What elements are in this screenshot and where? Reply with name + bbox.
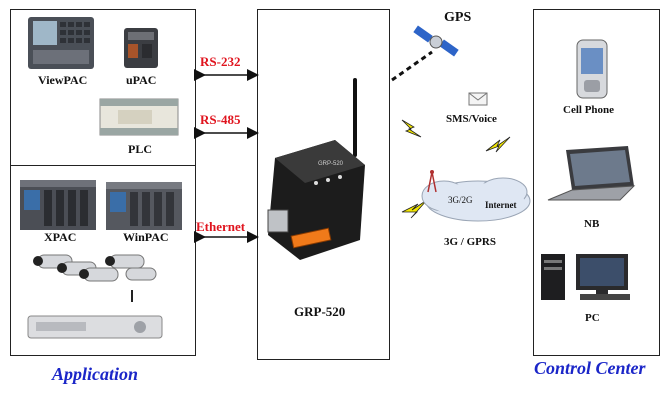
- cloud-icon: [421, 177, 531, 222]
- cloud-internet-label: Internet: [485, 200, 517, 210]
- device-model-print: GRP-520: [318, 161, 344, 167]
- ethernet-label: Ethernet: [196, 219, 246, 234]
- lightning-icons: [401, 119, 511, 219]
- xpac-icon: [20, 180, 96, 230]
- camera-icons: [33, 254, 157, 302]
- rs485-label: RS-485: [200, 112, 241, 127]
- upac-label: uPAC: [126, 73, 157, 87]
- viewpac-icon: [28, 17, 94, 69]
- grp520-device-icon: GRP-520: [267, 78, 365, 260]
- plc-icon: [99, 98, 179, 136]
- pc-label: PC: [585, 312, 600, 324]
- gprs-label: 3G / GPRS: [444, 236, 496, 248]
- cloud-3g2g-label: 3G/2G: [448, 195, 473, 205]
- dvr-icon: [27, 315, 163, 339]
- sms-label: SMS/Voice: [446, 113, 497, 125]
- cell-phone-icon: [576, 39, 608, 99]
- device-label: GRP-520: [294, 304, 346, 319]
- winpac-label: WinPAC: [123, 230, 169, 244]
- upac-icon: [124, 28, 158, 68]
- gps-label: GPS: [444, 10, 472, 25]
- notebook-icon: [547, 146, 636, 201]
- tower-icon: [427, 170, 437, 193]
- satellite-icon: [413, 25, 459, 57]
- control-center-title: Control Center: [534, 358, 646, 378]
- cell-phone-label: Cell Phone: [563, 104, 615, 116]
- plc-label: PLC: [128, 142, 152, 156]
- envelope-icon: [468, 92, 488, 106]
- winpac-icon: [106, 182, 182, 230]
- rs232-label: RS-232: [200, 54, 241, 69]
- xpac-label: XPAC: [44, 230, 77, 244]
- viewpac-label: ViewPAC: [38, 73, 88, 87]
- gps-signal-line: [391, 50, 433, 82]
- application-title: Application: [52, 364, 139, 384]
- nb-label: NB: [584, 218, 600, 230]
- pc-icon: [541, 254, 630, 300]
